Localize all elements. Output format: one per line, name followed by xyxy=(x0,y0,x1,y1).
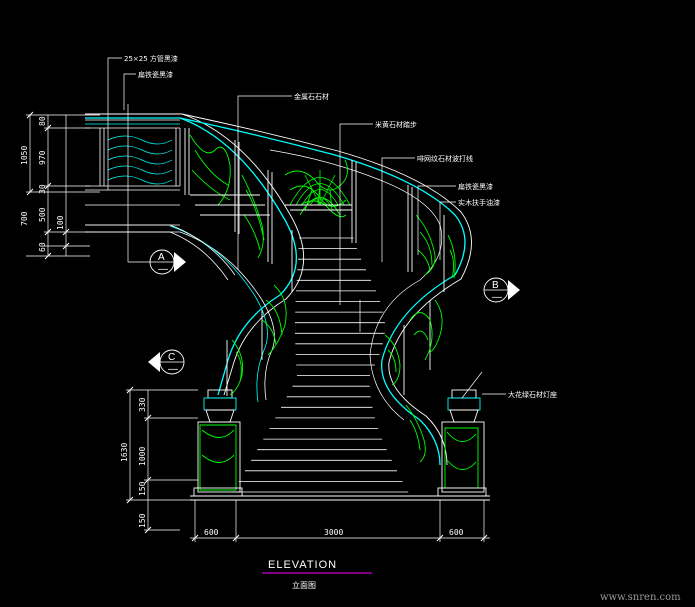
callout-metal-stone: 金属石石材 xyxy=(294,92,329,101)
section-marker-a: A — xyxy=(149,249,186,275)
svg-text:—: — xyxy=(158,264,168,275)
callout-wood-handrail: 实木扶手油漆 xyxy=(458,198,500,207)
drawing-title: ELEVATION xyxy=(268,559,337,571)
dim-970: 970 xyxy=(38,150,47,165)
section-marker-b: B — xyxy=(483,277,520,303)
svg-text:A: A xyxy=(158,252,165,263)
callout-stone-treads: 米黄石材踏步 xyxy=(375,120,417,129)
upper-landing-edge xyxy=(190,194,352,216)
left-dimension-ticks xyxy=(26,111,152,534)
dim-330: 330 xyxy=(138,397,147,412)
svg-text:—: — xyxy=(168,364,178,375)
dim-150-b: 150 xyxy=(138,513,147,528)
callout-border-line: 啡网纹石材波打线 xyxy=(417,154,473,163)
svg-text:C: C xyxy=(168,352,175,363)
callout-lamp-base: 大花绿石材灯座 xyxy=(508,390,557,399)
dim-1630: 1630 xyxy=(120,443,129,462)
dim-600-right: 600 xyxy=(449,528,464,537)
ornamental-panels xyxy=(189,134,479,491)
left-landing-curve xyxy=(85,224,236,281)
callout-flat-iron-2: 扁铁瓷黑漆 xyxy=(458,182,493,191)
dim-700: 700 xyxy=(20,211,29,226)
dim-30: 30 xyxy=(38,184,47,194)
dim-600-left: 600 xyxy=(204,528,219,537)
callout-square-tube: 25×25 方管黑漆 xyxy=(124,54,178,63)
watermark: www.snren.com xyxy=(600,592,681,603)
dim-1000: 1000 xyxy=(138,447,147,466)
dim-1050: 1050 xyxy=(20,146,29,165)
svg-text:—: — xyxy=(492,292,502,303)
left-handrail xyxy=(85,113,304,403)
callout-flat-iron: 扁铁瓷黑漆 xyxy=(138,70,173,79)
fan-motif xyxy=(289,170,351,206)
stair-treads xyxy=(232,237,409,493)
baluster-posts xyxy=(184,128,445,396)
drawing-subtitle: 立面图 xyxy=(292,580,316,590)
dim-100: 100 xyxy=(56,215,65,230)
section-marker-c: C — xyxy=(148,349,185,375)
dim-3000: 3000 xyxy=(324,528,343,537)
upper-landing-scrolls xyxy=(85,123,180,185)
leader-lines xyxy=(107,57,506,399)
dim-500: 500 xyxy=(38,207,47,222)
svg-text:B: B xyxy=(492,280,499,291)
dim-150-a: 150 xyxy=(138,481,147,496)
dim-60: 60 xyxy=(38,242,47,252)
dim-80: 80 xyxy=(38,116,47,126)
bottom-dimension-ticks xyxy=(191,534,488,542)
